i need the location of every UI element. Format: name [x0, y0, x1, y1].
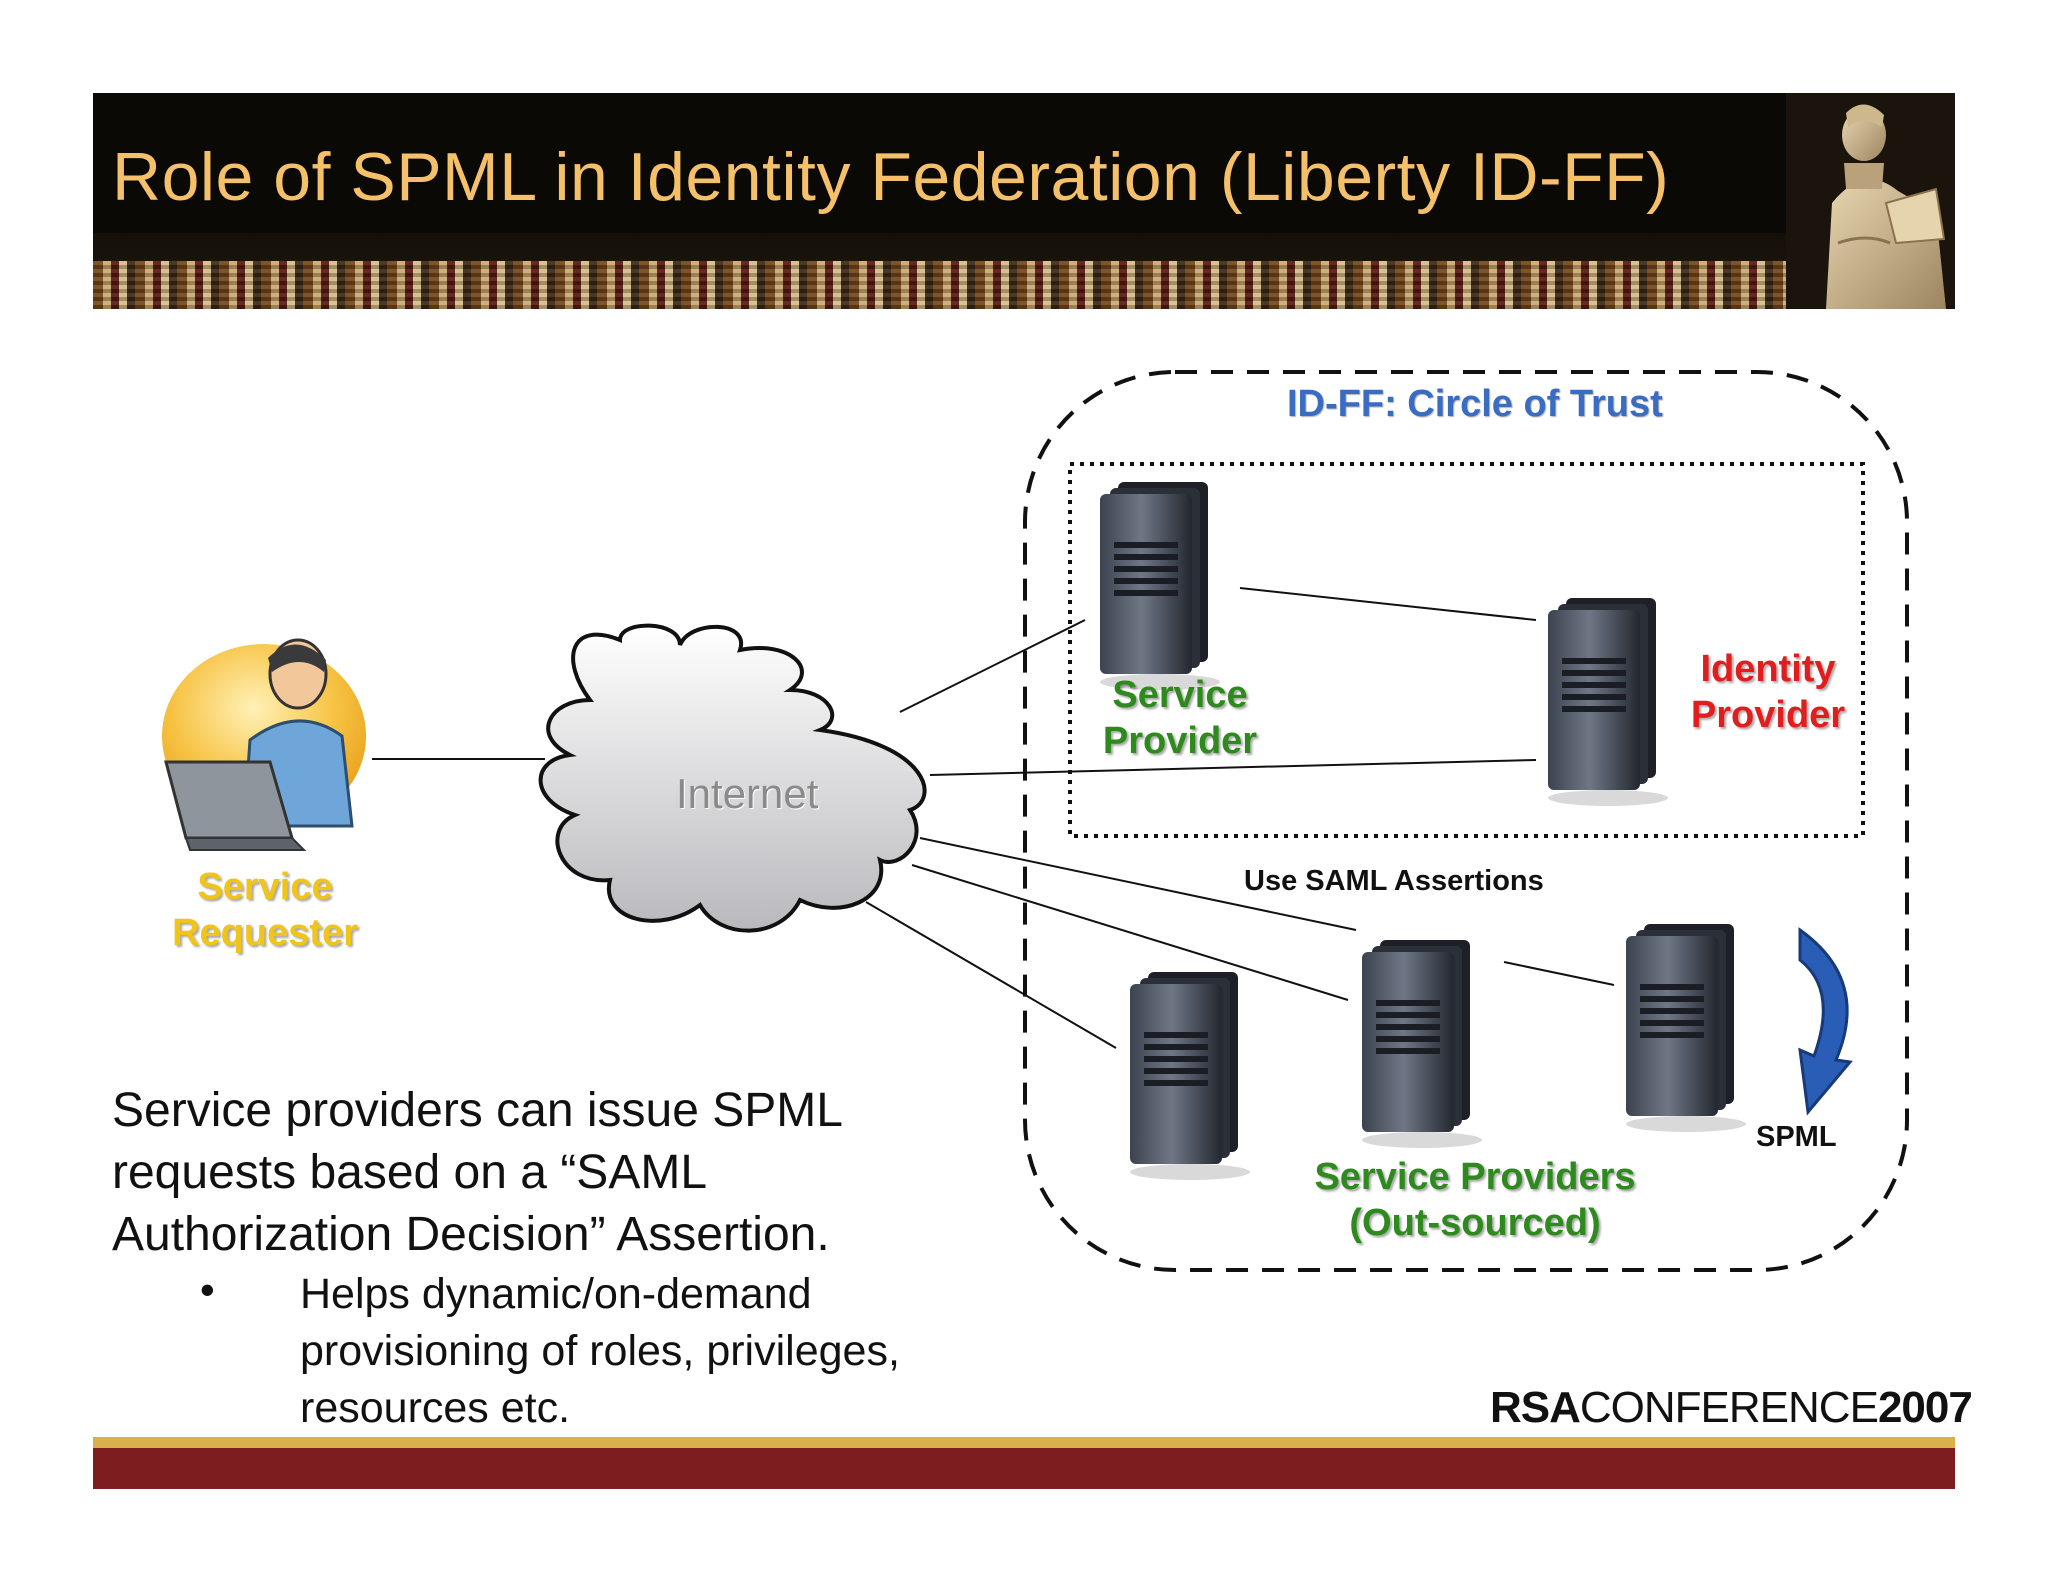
link-internet-sp: [899, 619, 1086, 713]
bullet-symbol: •: [200, 1266, 215, 1313]
footer-red-bar: [93, 1448, 1955, 1489]
logo-rsa: RSA: [1490, 1383, 1581, 1432]
rsa-conference-logo: RSACONFERENCE2007: [1490, 1383, 1973, 1433]
statue-image: [1786, 93, 1955, 309]
server-icon: [1626, 924, 1746, 1132]
circle-of-trust-boundary: [1023, 370, 1909, 1272]
header-ornamental-border: [93, 261, 1955, 309]
outsourced-providers-label: Service Providers (Out-sourced): [1295, 1154, 1655, 1246]
server-icon: [1362, 940, 1482, 1148]
link-internet-osp3: [919, 837, 1357, 931]
identity-provider-label-line1: Identity: [1700, 648, 1836, 690]
header-banner: [93, 93, 1955, 309]
person-laptop-icon: [162, 638, 366, 851]
circle-of-trust-label: ID-FF: Circle of Trust: [1287, 383, 1663, 425]
spml-label: SPML: [1756, 1121, 1837, 1153]
service-provider-label-line2: Provider: [1102, 720, 1258, 762]
service-provider-label-line1: Service: [1112, 674, 1248, 716]
link-internet-osp1: [865, 901, 1117, 1049]
slide-title: Role of SPML in Identity Federation (Lib…: [112, 139, 1670, 215]
server-icon: [1548, 598, 1668, 806]
identity-provider-label: Identity Provider: [1678, 646, 1858, 738]
link-sp-idp: [1239, 587, 1537, 621]
server-icon: [1130, 972, 1250, 1180]
saml-assertions-label: Use SAML Assertions: [1244, 865, 1544, 897]
service-requester-label: Service Requester: [160, 864, 370, 956]
cloud-icon: [538, 623, 927, 933]
main-description: Service providers can issue SPML request…: [112, 1084, 842, 1261]
footer-gold-stripe: [93, 1437, 1955, 1448]
link-internet-idp: [929, 759, 1537, 776]
bullet-text: Helps dynamic/on-demand provisioning of …: [300, 1270, 900, 1432]
service-requester-label-line2: Requester: [172, 912, 358, 954]
logo-year: 2007: [1877, 1383, 1973, 1432]
internet-label: Internet: [676, 770, 819, 817]
curved-arrow-icon: [1798, 927, 1853, 1116]
link-internet-osp2: [911, 864, 1349, 1001]
logo-conference: CONFERENCE: [1579, 1383, 1879, 1432]
server-icon: [1100, 482, 1220, 690]
federation-group-box: [1068, 462, 1865, 838]
service-provider-label: Service Provider: [1090, 672, 1270, 764]
identity-provider-label-line2: Provider: [1690, 694, 1846, 736]
outsourced-providers-label-line2: (Out-sourced): [1349, 1202, 1601, 1244]
link-osp2-osp3: [1503, 961, 1615, 986]
service-requester-label-line1: Service: [197, 866, 333, 908]
outsourced-providers-label-line1: Service Providers: [1314, 1156, 1636, 1198]
